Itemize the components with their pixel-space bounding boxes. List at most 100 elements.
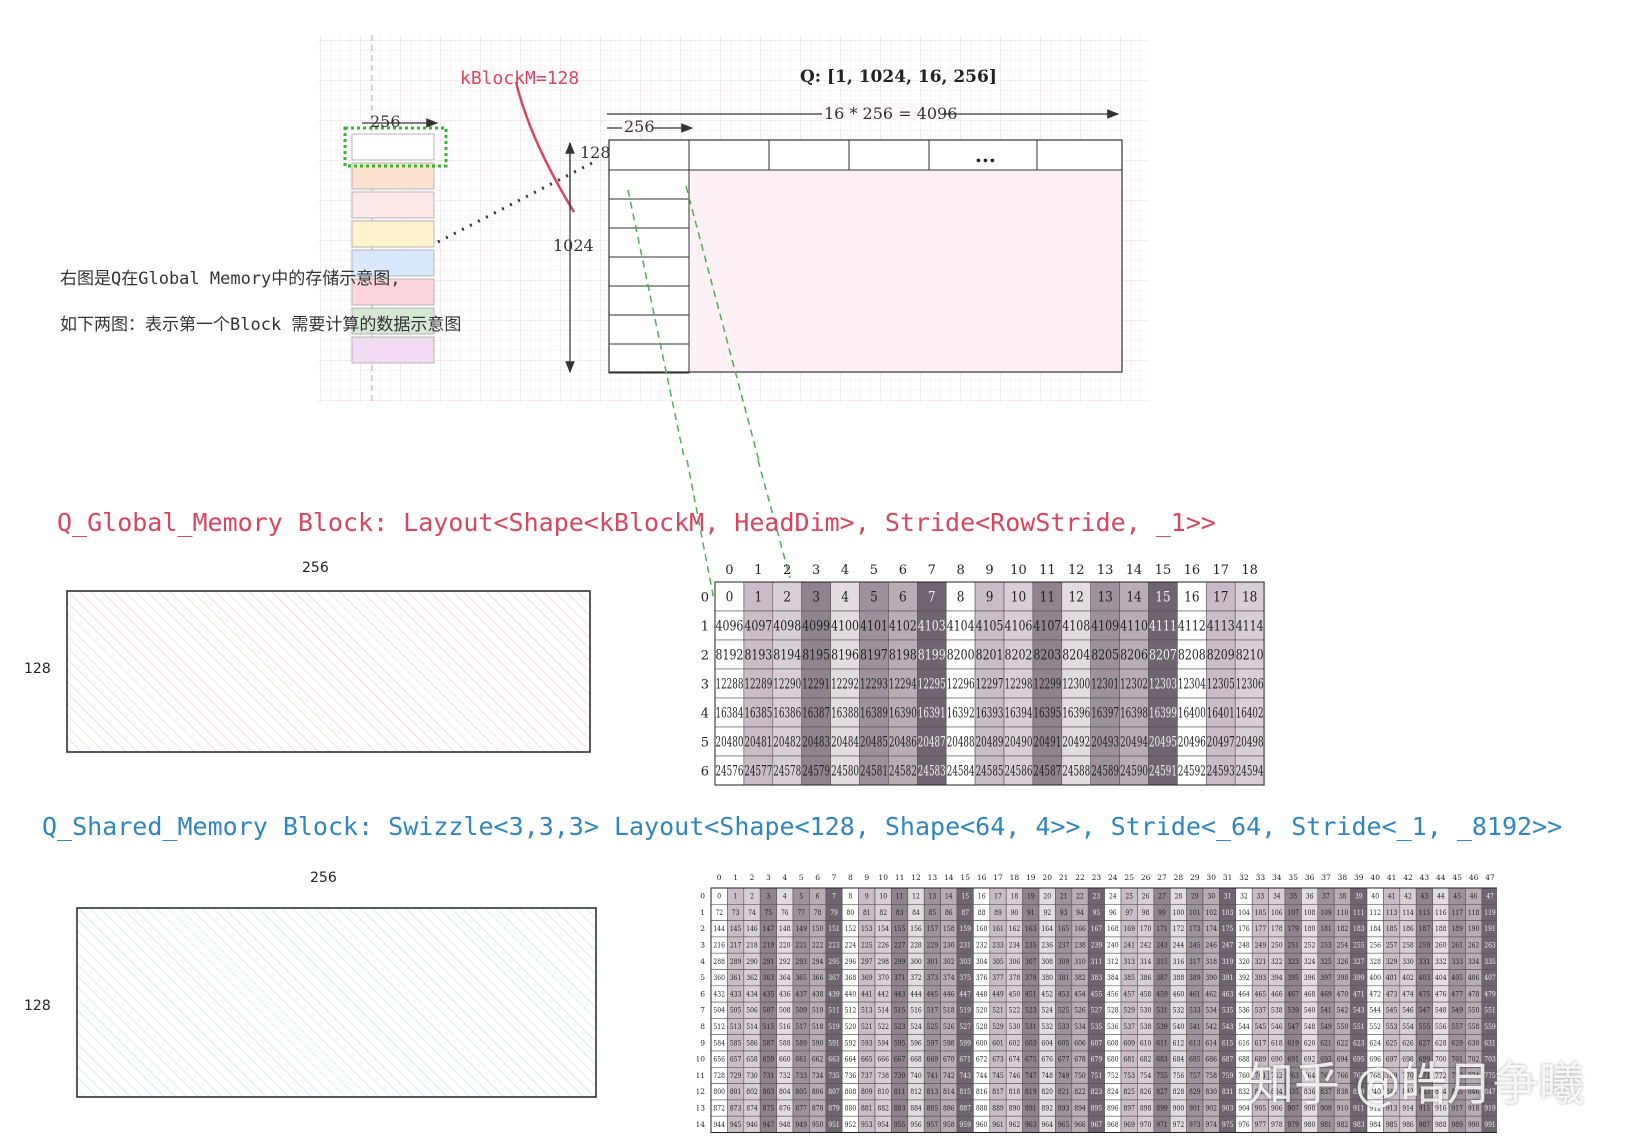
grid-cell-value: 670 [943, 1056, 955, 1064]
grid-col-header: 10 [878, 873, 888, 882]
grid-cell-value: 386 [1140, 974, 1152, 982]
grid-cell-value: 161 [992, 925, 1004, 933]
grid-cell-value: 914 [1402, 1105, 1414, 1113]
grid-cell-value: 660 [779, 1056, 791, 1064]
grid-cell-value: 435 [763, 990, 775, 998]
grid-cell-value: 306 [1009, 958, 1021, 966]
grid-row-header: 6 [701, 764, 709, 779]
grid-cell-value: 595 [894, 1039, 906, 1047]
grid-col-header: 32 [1239, 873, 1249, 882]
grid-col-header: 17 [1212, 563, 1229, 578]
grid-cell-value: 832 [1238, 1088, 1250, 1096]
grid-cell [1177, 639, 1207, 670]
grid-cell-value: 614 [1205, 1039, 1217, 1047]
grid-cell-value: 908 [1304, 1105, 1316, 1113]
grid-cell [974, 639, 1005, 670]
grid-col-header: 33 [1256, 873, 1266, 882]
grid-cell-value: 686 [1205, 1056, 1217, 1064]
grid-cell-value: 319 [1222, 958, 1234, 966]
grid-cell-value: 900 [1173, 1105, 1185, 1113]
grid-cell [917, 668, 947, 699]
grid-cell-value: 617 [1255, 1039, 1267, 1047]
grid-cell-value: 764 [1304, 1072, 1316, 1080]
grid-cell-value: 303 [959, 958, 971, 966]
grid-cell-value: 746 [1009, 1072, 1021, 1080]
grid-cell-value: 12297 [976, 676, 1004, 692]
grid-cell-value: 586 [746, 1039, 758, 1047]
grid-cell-value: 775 [1484, 1072, 1496, 1080]
grid-cell-value: 385 [1123, 974, 1135, 982]
grid-cell-value: 230 [943, 942, 955, 950]
grid-outline [710, 887, 1497, 1133]
grid-cell-value: 946 [746, 1121, 758, 1129]
grid-col-header: 4 [841, 563, 849, 578]
grid-cell-value: 44 [1437, 893, 1445, 901]
grid-cell-value: 165 [1058, 925, 1070, 933]
grid-cell-value: 945 [730, 1121, 742, 1129]
grid-cell-value: 236 [1041, 942, 1053, 950]
grid-cell [1061, 581, 1091, 612]
grid-cell-value: 13 [929, 893, 937, 901]
grid-cell-value: 328 [1369, 958, 1381, 966]
grid-cell-value: 696 [1369, 1056, 1381, 1064]
grid-cell-value: 93 [1060, 909, 1068, 917]
grid-cell-value: 20480 [716, 734, 744, 750]
grid-cell-value: 513 [730, 1023, 742, 1031]
grid-cell-value: 701 [1451, 1056, 1463, 1064]
grid-cell-value: 252 [1304, 942, 1316, 950]
grid-cell-value: 325 [1320, 958, 1332, 966]
grid-cell-value: 3 [812, 589, 820, 605]
grid-cell-value: 969 [1123, 1121, 1135, 1129]
grid-cell-value: 224 [845, 942, 857, 950]
grid-cell-value: 12303 [1149, 676, 1177, 692]
grid-cell-value: 18 [1242, 589, 1257, 605]
grid-cell-value: 144 [713, 925, 725, 933]
grid-cell-value: 16401 [1207, 705, 1235, 721]
grid-cell-value: 162 [1009, 925, 1021, 933]
grid-cell-value: 376 [976, 974, 988, 982]
grid-cell-value: 110 [1337, 909, 1349, 917]
grid-cell-value: 666 [877, 1056, 889, 1064]
grid-cell-value: 594 [877, 1039, 889, 1047]
grid-cell-value: 510 [812, 1007, 824, 1015]
grid-cell-value: 231 [959, 942, 971, 950]
grid-cell-value: 754 [1140, 1072, 1152, 1080]
grid-cell-value: 335 [1484, 958, 1496, 966]
grid-cell-value: 904 [1238, 1105, 1250, 1113]
grid-cell-value: 602 [1009, 1039, 1021, 1047]
grid-cell [1205, 639, 1236, 670]
grid-cell-value: 368 [845, 974, 857, 982]
grid-cell-value: 249 [1255, 942, 1267, 950]
grid-cell-value: 546 [1402, 1007, 1414, 1015]
grid-cell-value: 261 [1451, 942, 1463, 950]
grid-cell [1032, 581, 1063, 612]
grid-cell-value: 297 [861, 958, 873, 966]
grid-cell-value: 514 [746, 1023, 758, 1031]
grid-cell-value: 881 [861, 1105, 873, 1113]
grid-cell-value: 950 [812, 1121, 824, 1129]
grid-cell-value: 119 [1484, 909, 1496, 917]
grid-cell-value: 538 [1271, 1007, 1283, 1015]
grid-cell-value: 630 [1468, 1039, 1480, 1047]
tensor-title: Q: [1, 1024, 16, 256] [800, 67, 997, 87]
grid-col-header: 14 [1126, 563, 1143, 578]
grid-cell-value: 508 [779, 1007, 791, 1015]
grid-col-header: 31 [1223, 873, 1233, 882]
grid-cell-value: 528 [976, 1023, 988, 1031]
grid-cell-value: 454 [1074, 990, 1086, 998]
grid-cell-value: 16391 [918, 705, 946, 721]
grid-cell [1119, 697, 1149, 728]
grid-cell-value: 669 [927, 1056, 939, 1064]
grid-cell-value: 911 [1353, 1105, 1365, 1113]
grid-col-header: 37 [1321, 873, 1331, 882]
grid-cell-value: 529 [992, 1023, 1004, 1031]
grid-cell-value: 952 [845, 1121, 857, 1129]
grid-cell [1234, 755, 1265, 786]
grid-cell [1148, 610, 1178, 641]
grid-cell-value: 765 [1320, 1072, 1332, 1080]
grid-cell-value: 521 [861, 1023, 873, 1031]
grid-cell-value: 225 [861, 942, 873, 950]
grid-cell-value: 8199 [918, 647, 946, 663]
grid-cell-value: 75 [765, 909, 773, 917]
